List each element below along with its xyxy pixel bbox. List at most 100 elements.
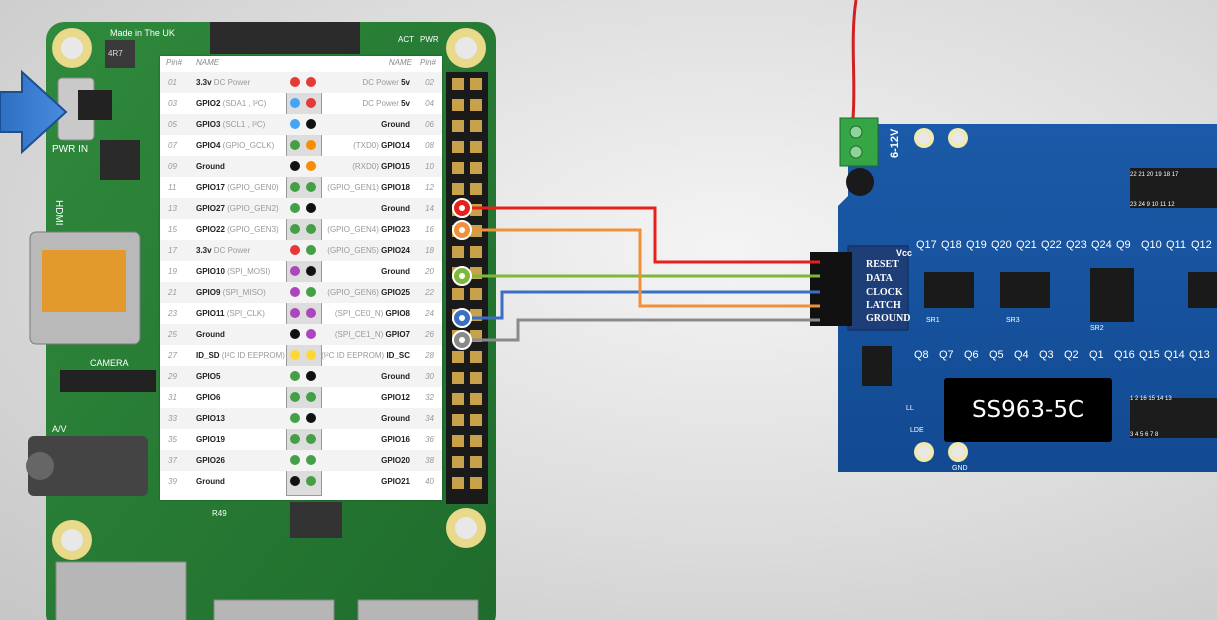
model-label: SS963-5C [944, 378, 1112, 442]
pin-dot [306, 98, 316, 108]
pin-dot [306, 182, 316, 192]
header-pin [452, 288, 464, 300]
arrow-icon [0, 69, 68, 155]
header-pin [452, 456, 464, 468]
vcc-label: Vcc [896, 248, 912, 258]
pin-dot [290, 476, 300, 486]
pin-name-left: 3.3v DC Power [196, 246, 251, 255]
pin-name-left: GPIO6 [196, 393, 221, 402]
wire-reset [462, 206, 820, 264]
wire-label-reset: RESET [866, 259, 899, 270]
pin-dot [306, 434, 316, 444]
output-label: Q7 [939, 349, 954, 361]
pin-dot [306, 350, 316, 360]
pin-number: 31 [168, 393, 177, 402]
pin-name-right: (RXD0) GPIO15 [352, 162, 410, 171]
header-pin [470, 288, 482, 300]
header-pin [470, 393, 482, 405]
pin-name-right: (TXD0) GPIO14 [353, 141, 410, 150]
header-pin [452, 99, 464, 111]
output-label: Q17 [916, 239, 937, 251]
pin-name-left: Ground [196, 162, 225, 171]
header-pin [470, 246, 482, 258]
pin-number: 15 [168, 225, 177, 234]
pin-name-right: Ground [381, 372, 410, 381]
pin-number: 30 [425, 372, 434, 381]
pwr-in-label: PWR IN [52, 144, 88, 155]
pin-name-right: GPIO12 [381, 393, 410, 402]
output-label: Q6 [964, 349, 979, 361]
output-label: Q8 [914, 349, 929, 361]
wires [452, 198, 820, 350]
pin-name-right: Ground [381, 204, 410, 213]
pin-number: 18 [425, 246, 434, 255]
lde-label: LDE [910, 427, 924, 434]
pin-marker-center [459, 227, 465, 233]
power-terminal [839, 117, 879, 167]
pin-number: 04 [425, 99, 434, 108]
pin-number: 33 [168, 414, 177, 423]
pin-number: 08 [425, 141, 434, 150]
header-pin [452, 120, 464, 132]
header-pin [470, 162, 482, 174]
pin-dot [290, 266, 300, 276]
pin-dot [290, 413, 300, 423]
output-label: Q19 [966, 239, 987, 251]
name-header-right: NAME [388, 58, 412, 67]
pin-dot [306, 119, 316, 129]
pin-name-left: GPIO22 (GPIO_GEN3) [196, 225, 279, 234]
output-label: Q3 [1039, 349, 1054, 361]
pin-number: 13 [168, 204, 177, 213]
header-pin [452, 372, 464, 384]
pin-dot [290, 161, 300, 171]
pin-dot [290, 182, 300, 192]
output-label: Q4 [1014, 349, 1029, 361]
pin-dot [306, 245, 316, 255]
pin-name-left: 3.3v DC Power [196, 78, 251, 87]
wire-label-latch: LATCH [866, 300, 901, 311]
pin-name-right: (GPIO_GEN6) GPIO25 [327, 288, 410, 297]
shift-register-chip [1000, 272, 1050, 308]
header-pin [452, 414, 464, 426]
pin-name-right: GPIO20 [381, 456, 410, 465]
pin-dot [306, 224, 316, 234]
pin-marker-center [459, 205, 465, 211]
power-wire [851, 0, 858, 119]
header-pin [452, 393, 464, 405]
header-pin [470, 78, 482, 90]
header-number-label: 23 24 9 10 11 12 [1130, 202, 1175, 208]
pin-number: 01 [168, 78, 177, 87]
header-pin [470, 204, 482, 216]
pin-dot [290, 371, 300, 381]
wire-label-clock: CLOCK [866, 287, 903, 298]
pin-name-left: Ground [196, 477, 225, 486]
input-header [810, 252, 852, 326]
chip-label: 4R7 [108, 49, 123, 58]
pin-name-left: GPIO13 [196, 414, 225, 423]
pin-dot [290, 455, 300, 465]
pin-dot [306, 140, 316, 150]
pin-name-left: GPIO4 (GPIO_GCLK) [196, 141, 275, 150]
header-number-label: 1 2 16 15 14 13 [1130, 396, 1172, 402]
pin-number: 14 [425, 204, 434, 213]
output-label: Q13 [1189, 349, 1210, 361]
header-pin [470, 351, 482, 363]
pin-name-left: GPIO3 (SCL1 , I²C) [196, 120, 266, 129]
pin-number: 39 [168, 477, 177, 486]
shift-register-chip [924, 272, 974, 308]
pin-number: 06 [425, 120, 434, 129]
header-pin [470, 372, 482, 384]
pin-number: 05 [168, 120, 177, 129]
shift-register-chip [1090, 268, 1134, 322]
pin-number: 17 [168, 246, 177, 255]
pin-dot [306, 413, 316, 423]
header-pin [452, 351, 464, 363]
